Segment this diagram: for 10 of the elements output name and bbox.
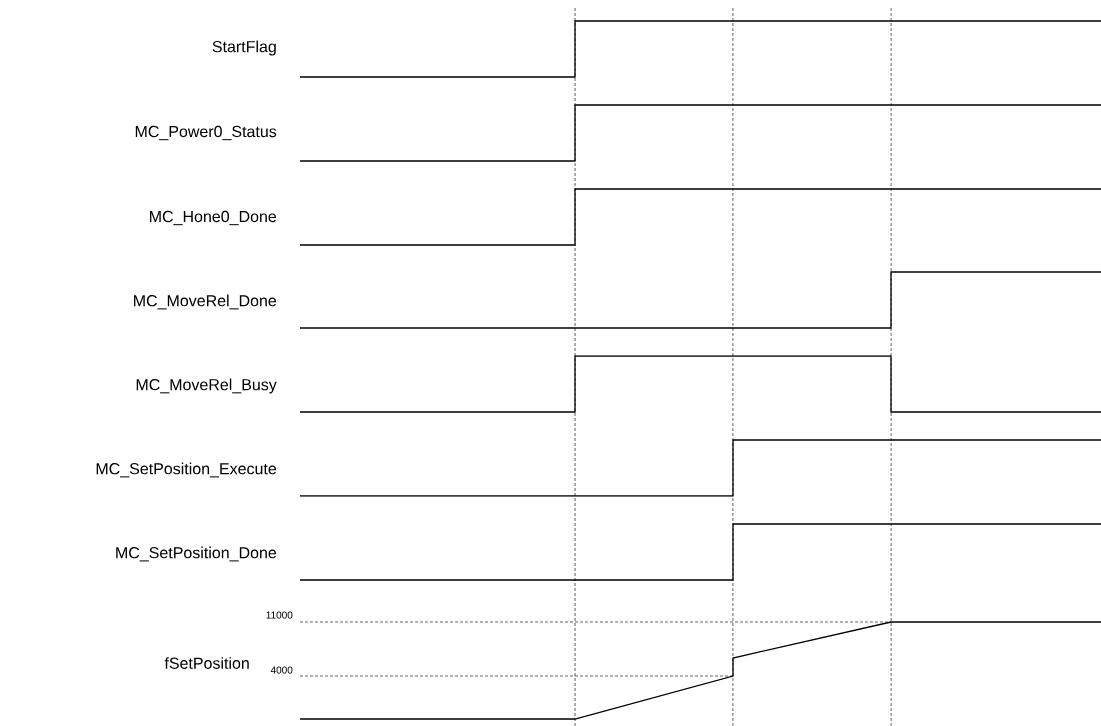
signal-label: MC_MoveRel_Busy [136, 378, 277, 394]
signal-label: MC_Hone0_Done [150, 210, 277, 226]
signal-label: MC_MoveRel_Done [134, 294, 277, 310]
signal-label: MC_SetPosition_Done [116, 546, 277, 562]
signal-label: StartFlag [212, 40, 276, 56]
signal-label: MC_Power0_Status [135, 125, 277, 141]
signal-label: MC_SetPosition_Execute [96, 462, 277, 478]
value-label: 4000 [270, 666, 293, 674]
signal-label: fSetPosition [164, 657, 249, 669]
value-label: 11000 [266, 611, 293, 619]
